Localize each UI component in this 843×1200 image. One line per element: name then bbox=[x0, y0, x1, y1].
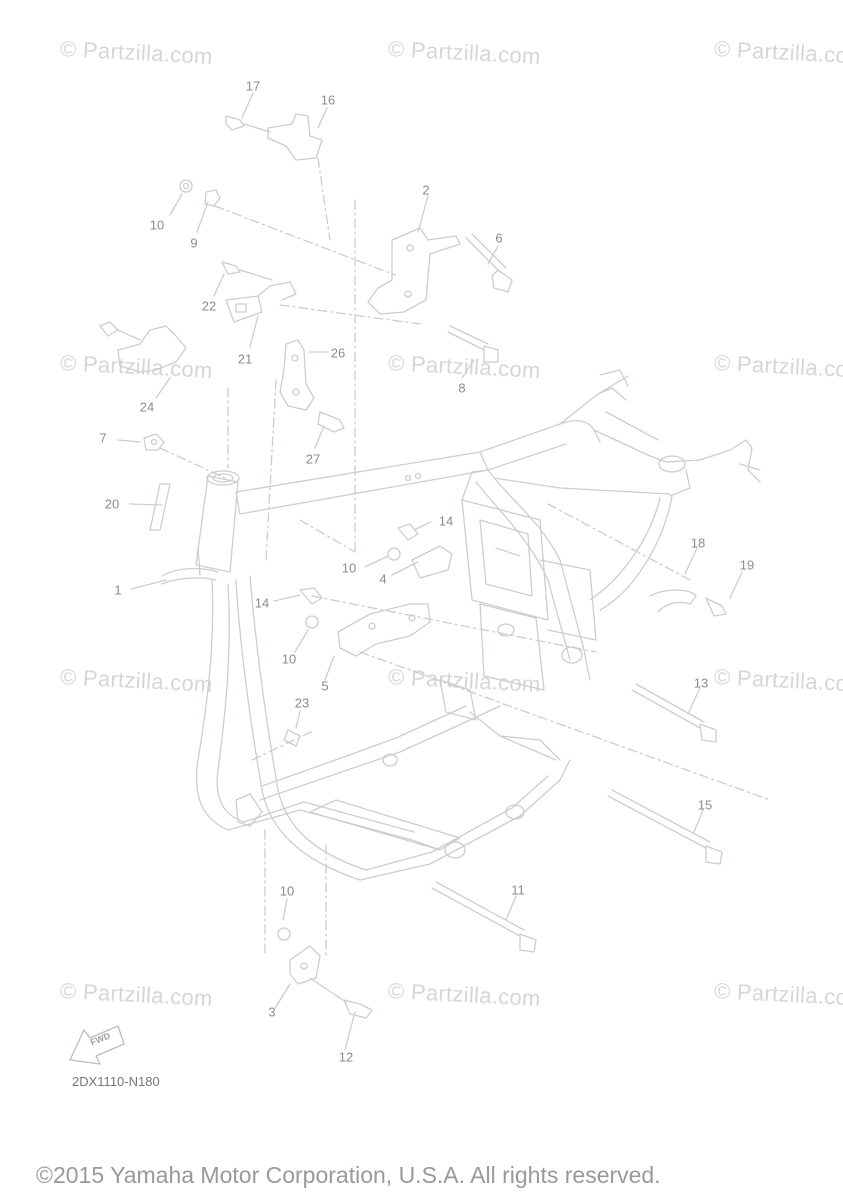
callout-22: 22 bbox=[201, 298, 217, 314]
callout-8: 8 bbox=[458, 380, 466, 396]
callout-10: 10 bbox=[149, 217, 165, 233]
bracket-parts bbox=[99, 113, 727, 1019]
callout-21: 21 bbox=[237, 351, 253, 367]
callout-5: 5 bbox=[321, 678, 329, 694]
callout-9: 9 bbox=[190, 235, 198, 251]
callout-18: 18 bbox=[690, 535, 706, 551]
leader-lines bbox=[117, 92, 743, 1051]
callout-2: 2 bbox=[422, 182, 430, 198]
callout-11: 11 bbox=[511, 882, 525, 898]
fwd-arrow-shape bbox=[69, 1025, 125, 1065]
callout-3: 3 bbox=[268, 1004, 276, 1020]
callout-24: 24 bbox=[139, 399, 155, 415]
callout-14: 14 bbox=[254, 595, 270, 611]
copyright-notice: ©2015 Yamaha Motor Corporation, U.S.A. A… bbox=[36, 1162, 661, 1188]
alignment-lines bbox=[159, 157, 771, 956]
callout-23: 23 bbox=[294, 695, 310, 711]
callout-10: 10 bbox=[341, 560, 357, 576]
diagram-code: 2DX1110-N180 bbox=[72, 1074, 160, 1089]
callout-19: 19 bbox=[739, 557, 755, 573]
callout-15: 15 bbox=[697, 797, 713, 813]
callout-17: 17 bbox=[245, 78, 261, 94]
callout-13: 13 bbox=[693, 675, 709, 691]
callout-26: 26 bbox=[330, 345, 346, 361]
callout-12: 12 bbox=[338, 1049, 354, 1065]
callout-10: 10 bbox=[279, 883, 295, 899]
main-frame bbox=[161, 369, 761, 881]
callout-10: 10 bbox=[281, 651, 297, 667]
callout-7: 7 bbox=[99, 430, 107, 446]
callout-4: 4 bbox=[379, 571, 387, 587]
callout-16: 16 bbox=[320, 92, 336, 108]
callout-14: 14 bbox=[438, 513, 454, 529]
callout-27: 27 bbox=[305, 451, 321, 467]
callout-6: 6 bbox=[495, 230, 503, 246]
callout-20: 20 bbox=[104, 496, 120, 512]
callout-1: 1 bbox=[114, 582, 122, 598]
